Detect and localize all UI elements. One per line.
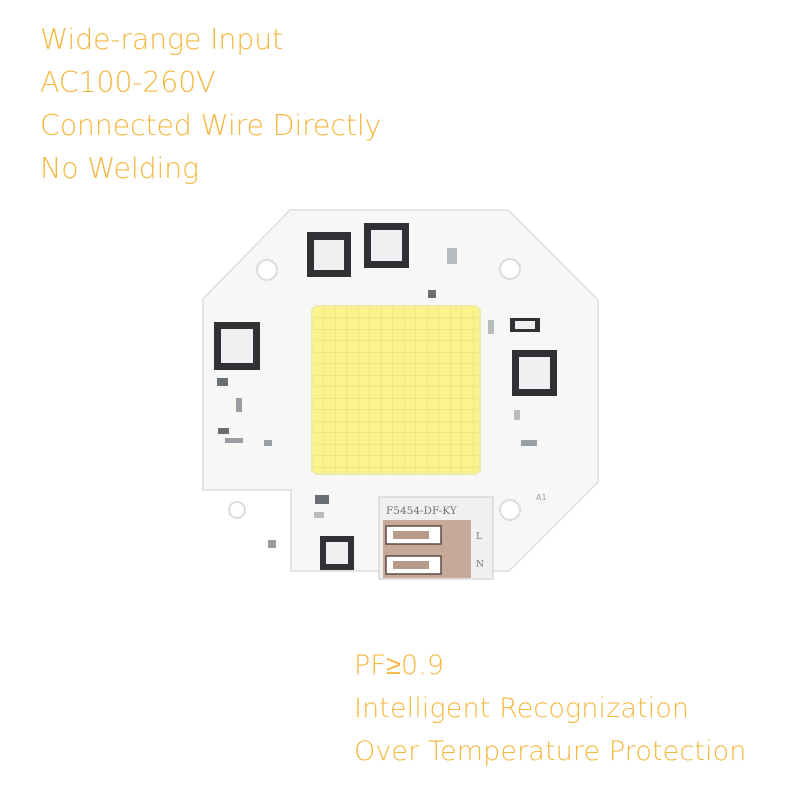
feature-line: Intelligent Recognization [354,693,690,724]
terminal-label-n: N [476,560,484,570]
feature-line: PF≥0.9 [354,650,445,681]
mounting-hole [499,499,521,521]
feature-list-top: Wide-range Input AC100-260V Connected Wi… [40,18,381,190]
led-emitter-square [312,306,480,474]
feature-line: No Welding [40,152,199,185]
mounting-hole [499,258,521,280]
feature-line: Wide-range Input [40,23,283,56]
feature-list-bottom: PF≥0.9 Intelligent Recognization Over Te… [354,644,746,773]
terminal-label-l: L [476,532,482,542]
mounting-hole [228,501,246,519]
feature-line: Connected Wire Directly [40,109,382,142]
feature-line: AC100-260V [40,66,216,99]
wire-terminal-block [378,496,494,580]
model-label: F5454-DF-KY [386,505,458,517]
feature-line: Over Temperature Protection [354,736,747,767]
mounting-hole [256,259,278,281]
edge-marking: A1 [536,493,547,502]
driver-components [214,223,557,570]
